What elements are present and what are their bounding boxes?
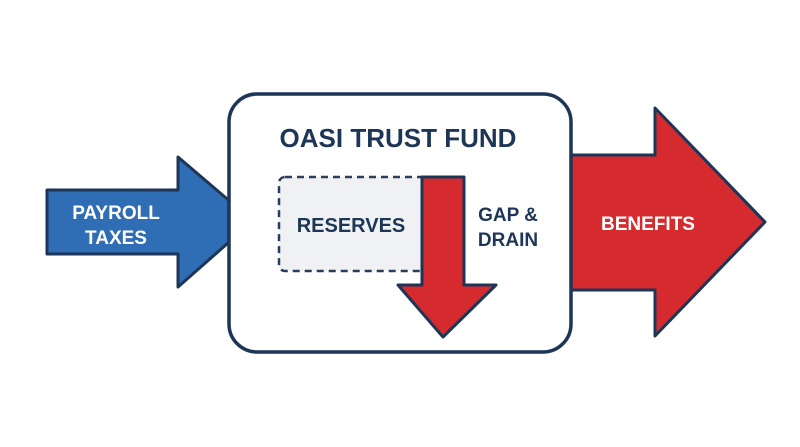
trust-fund-title: OASI TRUST FUND — [280, 123, 517, 153]
payroll-taxes-arrow — [45, 155, 255, 289]
gap-drain-label-line2: DRAIN — [478, 230, 538, 251]
reserves-box — [277, 175, 466, 273]
payroll-taxes-label-line1: PAYROLL — [72, 203, 160, 224]
gap-drain-label-line1: GAP & — [478, 205, 538, 226]
payroll-taxes-label-line2: TAXES — [85, 228, 147, 249]
benefits-label: BENEFITS — [601, 214, 695, 235]
reserves-label: RESERVES — [297, 215, 406, 237]
gap-drain-arrow — [396, 175, 498, 339]
